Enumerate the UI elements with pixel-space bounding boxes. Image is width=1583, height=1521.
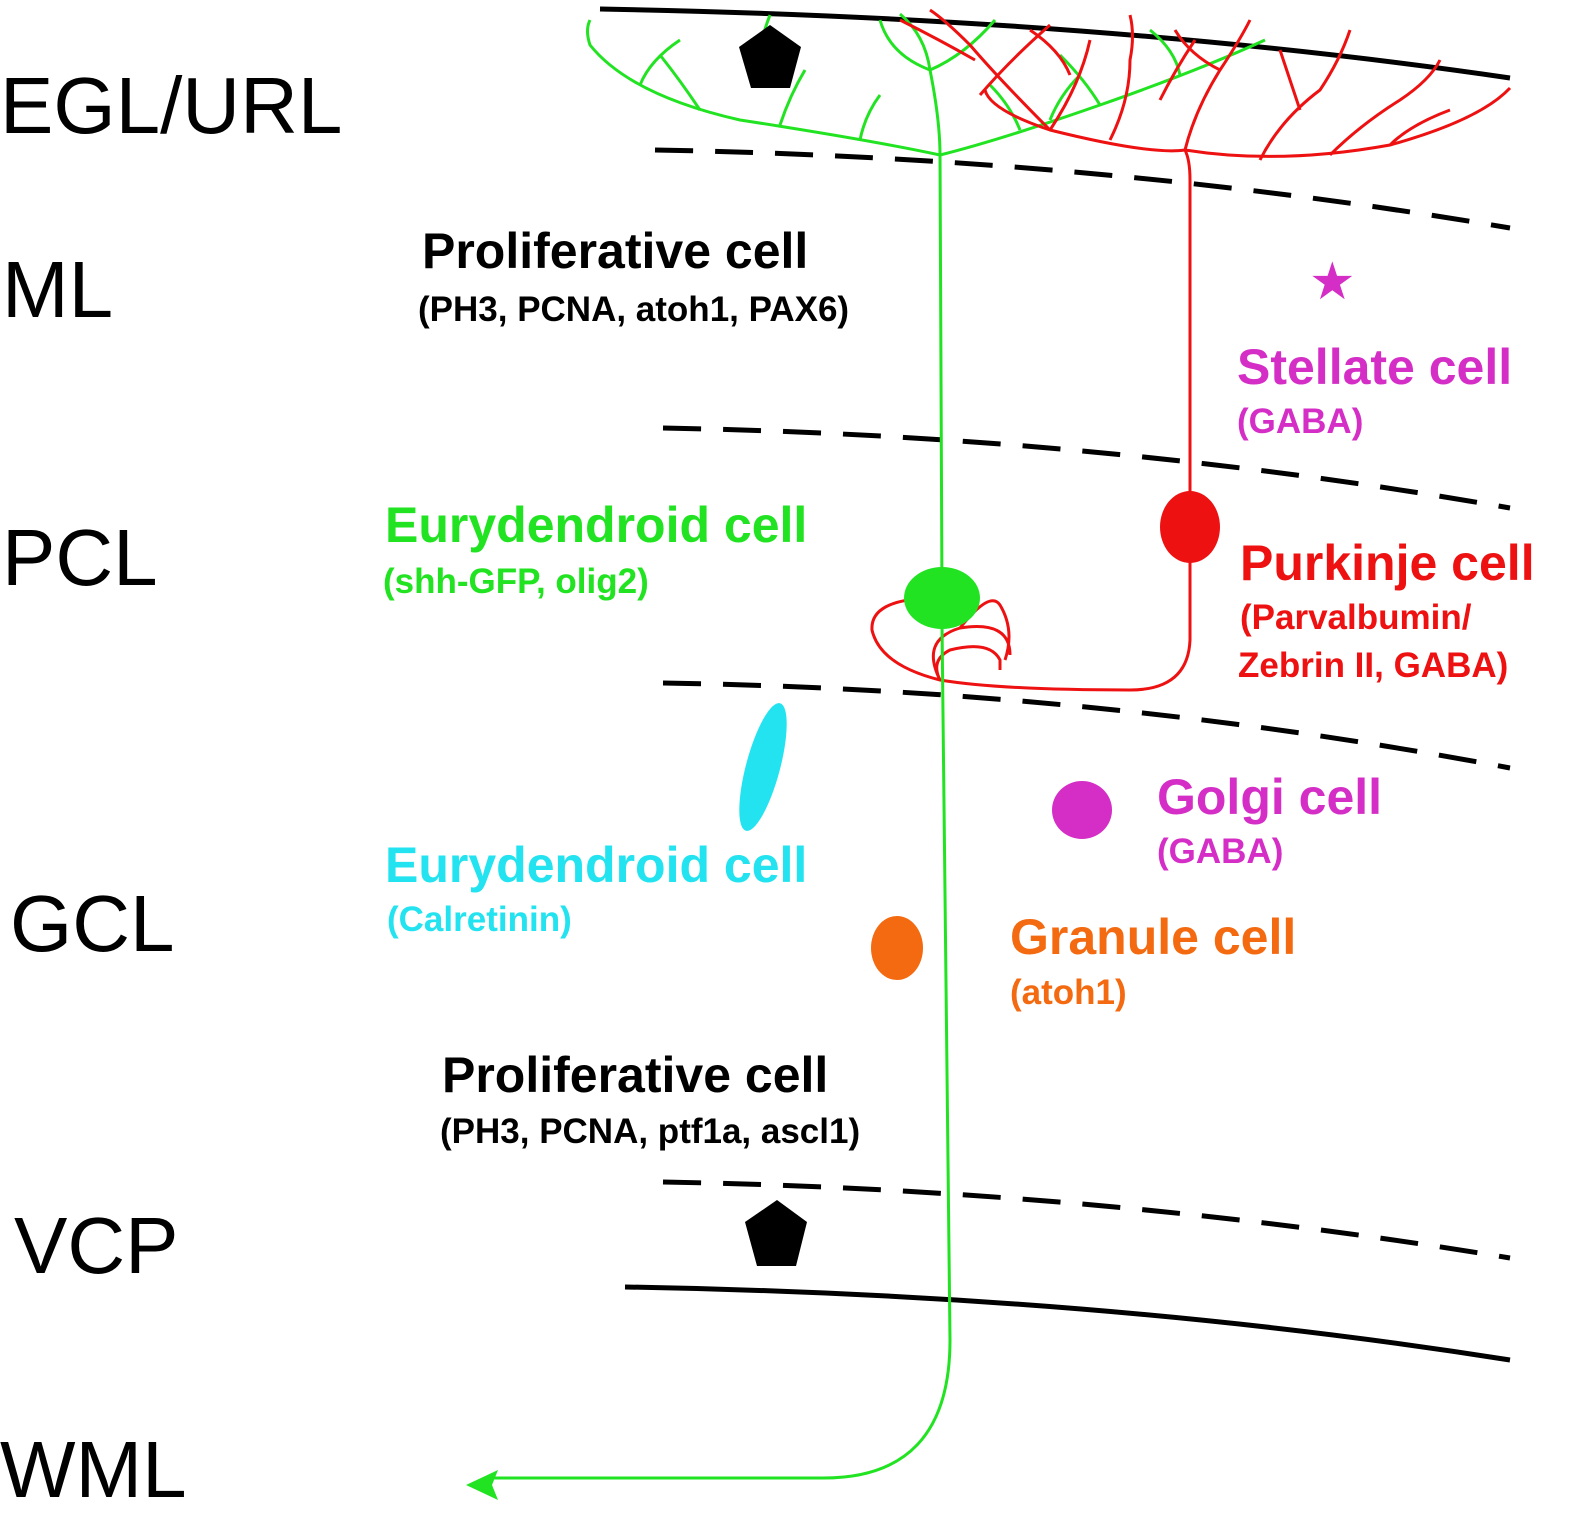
eurydendroid-cyan-markers: (Calretinin) — [387, 900, 572, 939]
cyan-eurydendroid-soma — [739, 703, 787, 831]
ml-pcl-boundary — [662, 425, 1511, 511]
eurydendroid-green-title: Eurydendroid cell — [385, 497, 808, 553]
eurydendroid-cyan-title: Eurydendroid cell — [385, 837, 808, 893]
green-eurydendroid-dendrites — [586, 12, 1266, 157]
stellate-markers: (GABA) — [1237, 402, 1364, 441]
layer-label-pcl: PCL — [2, 513, 158, 602]
purkinje-dendrites — [899, 8, 1512, 161]
granule-markers: (atoh1) — [1010, 973, 1127, 1012]
vcp-inner-boundary — [624, 1284, 1511, 1363]
green-eurydendroid-axon — [485, 154, 952, 1480]
purkinje-axon — [870, 560, 1192, 692]
green-eurydendroid-soma — [904, 567, 980, 629]
proliferative-pentagon-icon — [745, 1200, 807, 1266]
golgi-markers: (GABA) — [1157, 832, 1284, 871]
gcl-vcp-boundary — [662, 1179, 1511, 1261]
golgi-title: Golgi cell — [1157, 769, 1383, 825]
proliferative-bottom-title: Proliferative cell — [442, 1047, 829, 1103]
wml-arrow-icon — [466, 1470, 498, 1500]
purkinje-markers-line1: (Parvalbumin/ — [1240, 598, 1472, 637]
proliferative-pentagon-icon — [739, 25, 801, 88]
layer-label-ml: ML — [2, 245, 114, 334]
layer-label-egl-url: EGL/URL — [0, 61, 343, 150]
egl-ml-boundary — [654, 147, 1511, 231]
layer-label-vcp: VCP — [14, 1201, 179, 1290]
proliferative-top-title: Proliferative cell — [422, 223, 809, 279]
pcl-gcl-boundary — [662, 680, 1511, 771]
stellate-title: Stellate cell — [1237, 339, 1513, 395]
purkinje-markers-line2: Zebrin II, GABA) — [1238, 646, 1509, 685]
layer-label-wml: WML — [0, 1425, 187, 1514]
purkinje-title: Purkinje cell — [1240, 535, 1535, 591]
egl-outer-boundary — [599, 6, 1511, 81]
eurydendroid-green-markers: (shh-GFP, olig2) — [383, 562, 649, 601]
granule-title: Granule cell — [1010, 909, 1297, 965]
stellate-star-icon: ★ — [1309, 252, 1356, 312]
proliferative-top-markers: (PH3, PCNA, atoh1, PAX6) — [418, 290, 850, 329]
proliferative-bottom-markers: (PH3, PCNA, ptf1a, ascl1) — [440, 1112, 861, 1151]
purkinje-primary-dendrite — [1183, 149, 1192, 495]
purkinje-soma — [1160, 491, 1220, 563]
golgi-soma — [1052, 781, 1112, 839]
granule-soma — [871, 916, 923, 980]
layer-label-gcl: GCL — [10, 879, 175, 968]
